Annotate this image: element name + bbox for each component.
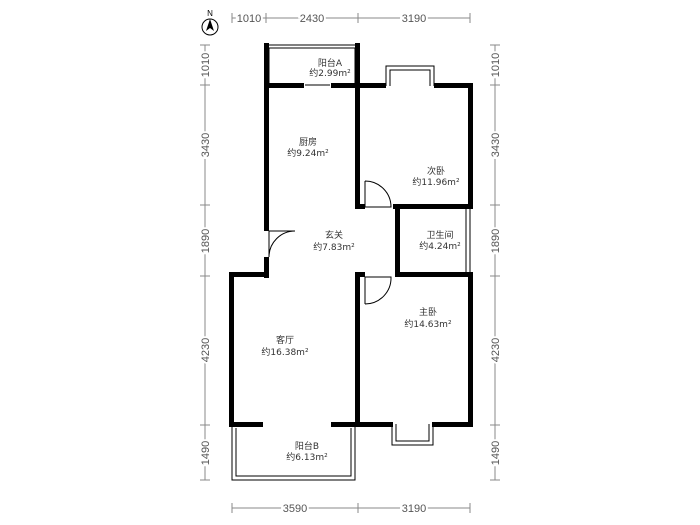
room-name-master-bedroom: 主卧 [419,306,437,318]
room-area-balcony-a: 约2.99m² [309,67,351,79]
dim-top-3: 3190 [402,13,426,25]
dim-right-5: 1490 [490,441,502,465]
compass-label: N [207,9,213,18]
room-name-balcony-a: 阳台A [318,57,343,69]
dim-left-2: 3430 [200,133,212,157]
doors [268,180,399,305]
dim-right-1: 1010 [490,53,502,77]
room-area-kitchen: 约9.24m² [287,147,329,159]
dim-left-1: 1010 [200,53,212,77]
dim-bottom-2: 3190 [402,503,426,515]
dim-right-4: 4230 [490,338,502,362]
dim-right-2: 3430 [490,133,502,157]
room-name-balcony-b: 阳台B [295,440,319,452]
room-area-master-bedroom: 约14.63m² [404,318,452,330]
dim-left-4: 4230 [200,338,212,362]
room-name-second-bedroom: 次卧 [427,165,445,177]
room-area-bathroom: 约4.24m² [419,240,461,252]
compass-icon: N [201,9,219,36]
room-area-living-room: 约16.38m² [261,346,309,358]
room-name-kitchen: 厨房 [299,136,317,148]
room-labels: 阳台A 约2.99m² 厨房 约9.24m² 次卧 约11.96m² 玄关 约7… [261,57,461,463]
dim-left-3: 1890 [200,229,212,253]
dim-top-1: 1010 [237,13,261,25]
walls [229,43,473,427]
room-area-balcony-b: 约6.13m² [286,451,328,463]
dim-left-5: 1490 [200,441,212,465]
room-name-bathroom: 卫生间 [426,229,453,241]
master-bedroom-door [364,276,392,305]
room-area-second-bedroom: 约11.96m² [412,176,460,188]
entry-door [268,230,296,258]
dim-top-2: 2430 [300,13,324,25]
room-area-entrance: 约7.83m² [313,241,355,253]
dim-bottom-1: 3590 [283,503,307,515]
room-name-living-room: 客厅 [276,334,294,346]
dimension-labels: 1010 2430 3190 3590 3190 1010 3430 1890 … [198,11,504,517]
room-name-entrance: 玄关 [325,229,343,241]
dim-right-3: 1890 [490,229,502,253]
second-bedroom-door [364,180,392,208]
dimension-lines [200,13,500,513]
